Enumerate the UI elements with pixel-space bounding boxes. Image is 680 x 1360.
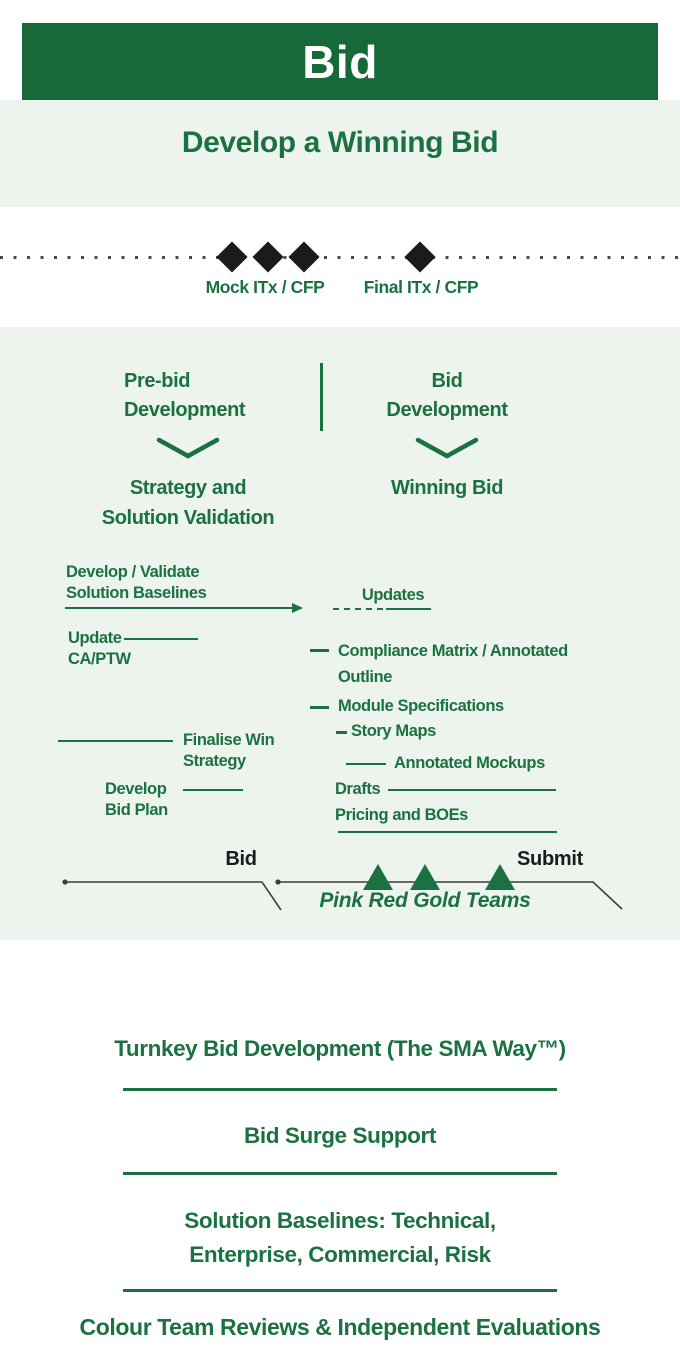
activity-drafts: Drafts bbox=[335, 780, 381, 798]
phase-prebid-title: Pre-bid Development bbox=[124, 367, 246, 425]
phase-prebid-line1: Pre-bid bbox=[124, 370, 191, 392]
activity-update-captw: Update CA/PTW bbox=[68, 628, 131, 670]
service-baselines: Solution Baselines: Technical, Enterpris… bbox=[0, 1204, 680, 1272]
milestone-diamond-icon bbox=[404, 241, 436, 273]
subtitle-band: Develop a Winning Bid bbox=[0, 100, 680, 207]
activity-annotated-mockups: Annotated Mockups bbox=[394, 754, 545, 772]
milestone-dotted-line bbox=[0, 256, 680, 259]
milestone-diamond-icon bbox=[252, 241, 284, 273]
milestone-label-final: Final ITx / CFP bbox=[363, 277, 479, 297]
outcome-prebid: Strategy and Solution Validation bbox=[56, 473, 320, 533]
page-subtitle: Develop a Winning Bid bbox=[181, 125, 499, 159]
arrow-right-icon bbox=[292, 602, 303, 613]
activity-update-line1: Update bbox=[68, 629, 122, 647]
activity-pricing: Pricing and BOEs bbox=[335, 806, 468, 824]
banner-title: Bid bbox=[302, 35, 378, 88]
review-triangle-icon bbox=[410, 864, 440, 890]
activity-develop-validate: Develop / Validate Solution Baselines bbox=[66, 562, 207, 604]
outcome-bid: Winning Bid bbox=[390, 477, 504, 499]
module-tick-line bbox=[310, 706, 329, 709]
activity-compliance-line1: Compliance Matrix / Annotated bbox=[338, 642, 568, 660]
teams-label: Pink Red Gold Teams bbox=[319, 889, 531, 912]
updates-dashed-line bbox=[333, 608, 383, 610]
milestone-diamond-icon bbox=[216, 241, 248, 273]
activity-updates: Updates bbox=[361, 586, 425, 604]
updates-underline bbox=[386, 608, 431, 610]
pricing-underline bbox=[338, 831, 557, 833]
update-connector-line bbox=[124, 638, 198, 640]
service-divider bbox=[123, 1289, 557, 1292]
bid-timeline-graphic bbox=[62, 864, 623, 911]
baseline-arrow-line bbox=[65, 607, 293, 609]
process-panel: Pre-bid Development Bid Development Stra… bbox=[0, 327, 680, 940]
timeline-bid-label: Bid bbox=[225, 848, 257, 870]
timeline-submit-label: Submit bbox=[517, 848, 583, 870]
service-surge: Bid Surge Support bbox=[244, 1123, 436, 1148]
service-baselines-line2: Enterprise, Commercial, Risk bbox=[189, 1242, 491, 1267]
service-turnkey: Turnkey Bid Development (The SMA Way™) bbox=[114, 1036, 566, 1061]
phase-bid-title: Bid Development bbox=[376, 367, 518, 425]
phase-bid-line2: Development bbox=[386, 399, 508, 421]
phase-bid-line1: Bid bbox=[431, 370, 463, 392]
chevron-down-icon bbox=[156, 437, 220, 459]
service-baselines-line1: Solution Baselines: Technical, bbox=[184, 1208, 496, 1233]
activity-compliance: Compliance Matrix / Annotated Outline bbox=[338, 638, 596, 690]
finalise-connector-line bbox=[58, 740, 173, 742]
activity-story-maps: Story Maps bbox=[351, 722, 436, 740]
chevron-down-icon bbox=[415, 437, 479, 459]
outcome-prebid-line2: Solution Validation bbox=[101, 507, 275, 529]
review-triangle-icon bbox=[485, 864, 515, 890]
activity-module-specs: Module Specifications bbox=[338, 697, 504, 715]
service-divider bbox=[123, 1088, 557, 1091]
phase-divider bbox=[320, 363, 323, 431]
service-divider bbox=[123, 1172, 557, 1175]
mockups-connector-line bbox=[346, 763, 386, 765]
activity-develop-validate-line2: Solution Baselines bbox=[66, 584, 207, 602]
activity-develop-validate-line1: Develop / Validate bbox=[66, 563, 200, 581]
milestone-label-mock: Mock ITx / CFP bbox=[205, 277, 325, 297]
activity-bid-plan: Bid Plan bbox=[105, 801, 168, 819]
activity-update-line2: CA/PTW bbox=[68, 650, 131, 668]
activity-finalise-line1: Finalise Win bbox=[183, 731, 275, 749]
milestone-diamond-icon bbox=[288, 241, 320, 273]
story-tick-line bbox=[336, 731, 347, 734]
drafts-connector-line bbox=[388, 789, 556, 791]
activity-develop: Develop bbox=[105, 780, 167, 798]
activity-compliance-line2: Outline bbox=[338, 668, 393, 686]
bid-banner: Bid bbox=[22, 23, 658, 100]
service-colour-teams: Colour Team Reviews & Independent Evalua… bbox=[79, 1314, 601, 1340]
outcome-prebid-line1: Strategy and bbox=[129, 477, 247, 499]
phase-prebid-line2: Development bbox=[124, 399, 246, 421]
develop-connector-line bbox=[183, 789, 243, 791]
activity-finalise-line2: Strategy bbox=[183, 752, 246, 770]
review-triangle-icon bbox=[363, 864, 393, 890]
activity-finalise: Finalise Win Strategy bbox=[183, 730, 275, 772]
compliance-tick-line bbox=[310, 649, 329, 652]
